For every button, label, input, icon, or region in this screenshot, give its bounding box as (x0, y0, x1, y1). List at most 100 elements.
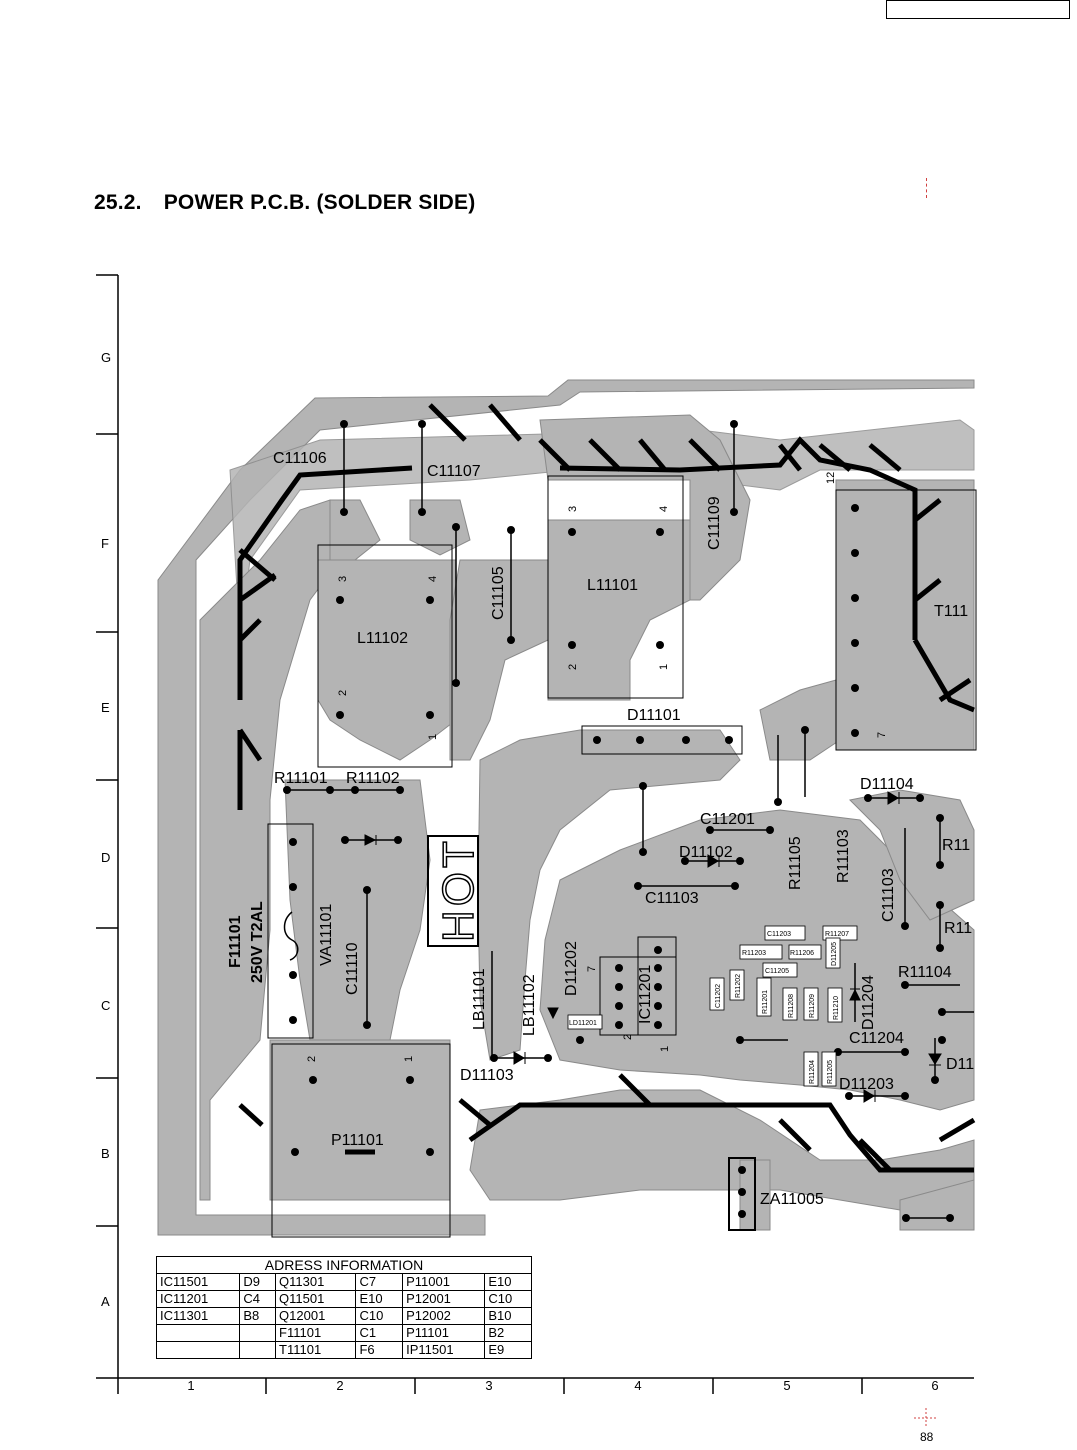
za11005-outline (728, 1157, 756, 1231)
section-title: POWER P.C.B. (SOLDER SIDE) (163, 191, 476, 214)
label-r11206: R11206 (790, 950, 814, 957)
label-r11104: R11104 (898, 964, 952, 981)
row-labels: G F E D C B A (101, 350, 111, 1309)
row-label-c: C (101, 998, 110, 1013)
label-za11005: ZA11005 (760, 1191, 824, 1208)
label-c11103: C11103 (645, 890, 699, 907)
row-label-e: E (101, 700, 110, 715)
label-lb11102: LB11102 (521, 974, 538, 1036)
column-labels: 1 2 3 4 5 6 (187, 1378, 938, 1393)
l11101-outline (547, 475, 684, 699)
label-r11210: R11210 (833, 996, 840, 1020)
label-r11203: R11203 (742, 950, 766, 957)
table-cell: E10 (484, 1273, 532, 1291)
table-cell: P11101 (402, 1324, 486, 1342)
pin-l11102-1: 1 (427, 734, 439, 740)
label-r11102: R11102 (346, 770, 400, 787)
pin-t111-7: 7 (876, 732, 888, 738)
label-d11203: D11203 (839, 1076, 894, 1093)
label-t111: T111 (934, 603, 968, 620)
col-label-1: 1 (187, 1378, 194, 1393)
pin-p11101-1: 1 (403, 1056, 415, 1062)
pin-l11101-4: 4 (658, 506, 670, 512)
table-cell (155, 1341, 241, 1359)
table-cell: P12002 (402, 1307, 486, 1325)
component-outlines (267, 475, 977, 1238)
component-labels: C11106 C11107 C11105 C11109 L11101 L1110… (273, 450, 974, 1208)
table-cell: IC11201 (155, 1290, 241, 1308)
table-cell: F6 (355, 1341, 404, 1359)
table-cell: C1 (355, 1324, 404, 1342)
label-d11104: D11104 (860, 776, 914, 793)
label-ld11201: LD11201 (569, 1020, 597, 1027)
label-p11101: P11101 (331, 1132, 384, 1149)
label-c11107: C11107 (427, 463, 481, 480)
table-cell: C7 (355, 1273, 404, 1291)
table-cell: P11001 (402, 1273, 486, 1291)
row-label-g: G (101, 350, 111, 365)
label-c11204: C11204 (849, 1030, 904, 1047)
pin-l11101-1: 1 (658, 664, 670, 670)
fuse-labels: F11101 250V T2AL (227, 901, 266, 983)
col-label-4: 4 (634, 1378, 641, 1393)
bottom-crop-mark (914, 1408, 938, 1428)
page-title: 25.2. POWER P.C.B. (SOLDER SIDE) (94, 191, 475, 215)
table-row: IC11301 B8 Q12001 C10 P12002 B10 (155, 1307, 532, 1325)
smd-parts (567, 925, 858, 1087)
table-cell: B10 (484, 1307, 532, 1325)
label-l11102: L11102 (357, 630, 408, 647)
t111-outline (835, 489, 977, 751)
black-traces (237, 403, 976, 1173)
row-label-b: B (101, 1146, 110, 1161)
pin-p11101-2: 2 (306, 1056, 318, 1062)
label-r11101: R11101 (274, 770, 328, 787)
table-cell (239, 1324, 277, 1342)
table-cell: D9 (239, 1273, 277, 1291)
label-r11201: R11201 (762, 990, 769, 1014)
table-row: IC11501 D9 Q11301 C7 P11001 E10 (155, 1273, 532, 1291)
solder-pads (283, 420, 954, 1222)
p11101-outline (271, 1043, 451, 1238)
label-c11201: C11201 (700, 811, 755, 828)
label-c11103-b: C11103 (880, 868, 897, 922)
label-r11204: R11204 (809, 1060, 816, 1084)
pin-l11102-2: 2 (337, 690, 349, 696)
table-row: T11101 F6 IP11501 E9 (155, 1341, 532, 1359)
va11101-outline (267, 823, 314, 1039)
table-cell: F11101 (275, 1324, 357, 1342)
label-d11103: D11103 (460, 1067, 514, 1084)
label-d11204: D11204 (860, 975, 877, 1030)
label-va11101: VA11101 (318, 904, 335, 966)
diode-symbols (364, 791, 942, 1103)
label-d11-3: D11 (946, 1056, 974, 1073)
pin-t111-12: 12 (825, 472, 837, 484)
label-r11-1: R11 (942, 837, 970, 854)
label-l11101: L11101 (587, 577, 638, 594)
label-r11209: R11209 (809, 994, 816, 1018)
pin-l11102-4: 4 (427, 576, 439, 582)
label-d11102: D11102 (679, 844, 733, 861)
table-cell: E10 (355, 1290, 404, 1308)
col-label-3: 3 (485, 1378, 492, 1393)
section-number: 25.2. (94, 191, 142, 214)
table-cell: E9 (484, 1341, 532, 1359)
label-f11101: F11101 (227, 915, 244, 968)
ic11201-inner (637, 936, 677, 1036)
table-cell: IC11501 (155, 1273, 241, 1291)
table-cell: IP11501 (402, 1341, 486, 1359)
pin-ic-1: 1 (659, 1046, 671, 1052)
hot-label: HOT (434, 837, 483, 942)
label-c11203: C11203 (767, 931, 791, 938)
row-label-d: D (101, 850, 110, 865)
table-cell (155, 1324, 241, 1342)
page-number: 88 (920, 1430, 934, 1444)
label-d11101: D11101 (627, 707, 681, 724)
label-c11106: C11106 (273, 450, 327, 467)
label-c11110: C11110 (344, 942, 361, 995)
table-cell: B8 (239, 1307, 277, 1325)
table-cell: B2 (484, 1324, 532, 1342)
table-cell: C4 (239, 1290, 277, 1308)
col-label-2: 2 (336, 1378, 343, 1393)
pin-l11101-2: 2 (567, 664, 579, 670)
